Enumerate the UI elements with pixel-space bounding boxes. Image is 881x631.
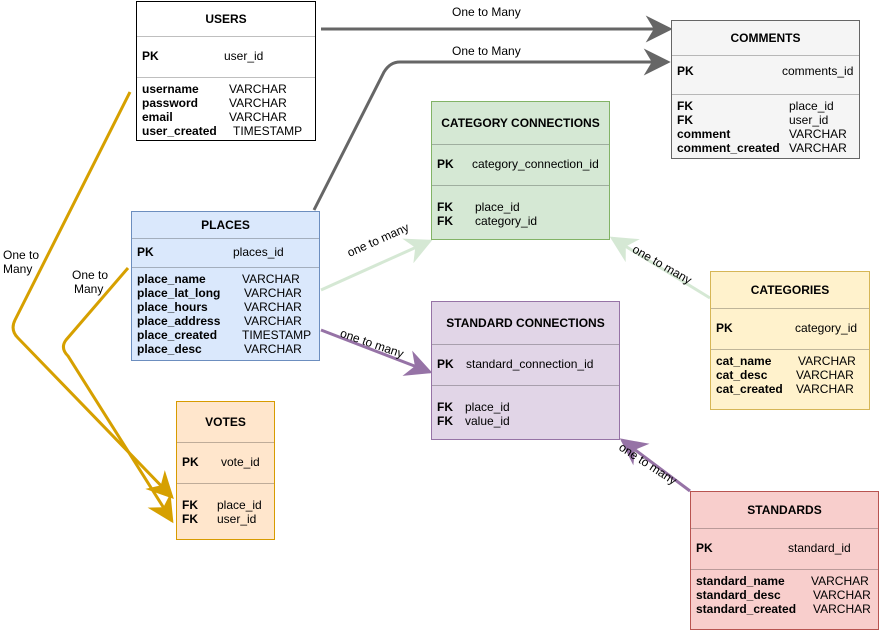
table-title: PLACES [132,212,319,239]
primary-key-section: PK standard_connection_id [432,345,619,386]
primary-key-section: PK standard_id [691,529,878,570]
label-users-votes-line2: Many [3,262,33,276]
pk-tag: PK [437,157,454,171]
pk-column: standard_id [788,541,851,555]
pk-column: vote_id [221,455,260,469]
pk-column: user_id [224,49,264,63]
table-category-connections[interactable]: CATEGORY CONNECTIONS PK category_connect… [431,101,610,240]
table-title: CATEGORY CONNECTIONS [432,102,609,145]
label-places-comments: One to Many [452,44,521,58]
connector-categories-category-connections[interactable] [609,236,711,300]
connector-places-standard-connections[interactable] [320,328,433,376]
pk-tag: PK [182,455,199,469]
table-title: STANDARDS [691,492,878,529]
table-standard-connections[interactable]: STANDARD CONNECTIONS PK standard_connect… [431,301,620,440]
primary-key-section: PK vote_id [177,443,274,484]
primary-key-section: PK user_id [137,37,315,78]
label-places-votes-line2: Many [74,282,104,296]
primary-key-section: PK category_id [711,309,869,350]
pk-column: category_connection_id [472,157,599,171]
table-title: CATEGORIES [711,272,869,309]
primary-key-section: PK comments_id [672,56,859,95]
pk-tag: PK [437,357,454,371]
table-title: USERS [137,2,315,37]
pk-tag: PK [677,64,694,78]
table-title: STANDARD CONNECTIONS [432,302,619,345]
connector-places-category-connections[interactable] [320,238,433,292]
label-users-votes-line1: One to [3,248,40,262]
pk-column: standard_connection_id [466,357,594,371]
label-users-comments: One to Many [452,5,521,19]
table-title: COMMENTS [672,21,859,56]
connector-places-comments[interactable] [312,48,671,211]
connector-standards-standard-connections[interactable] [619,438,691,493]
connector-places-votes[interactable] [61,267,174,524]
pk-column: places_id [233,245,284,259]
pk-tag: PK [137,245,154,259]
pk-tag: PK [142,49,159,63]
pk-column: category_id [795,321,858,335]
table-title: VOTES [177,402,274,443]
pk-tag: PK [696,541,713,555]
label-places-votes-line1: One to [72,268,109,282]
primary-key-section: PK category_connection_id [432,145,609,186]
pk-column: comments_id [782,64,854,78]
primary-key-section: PK places_id [132,239,319,268]
pk-tag: PK [716,321,733,335]
connector-users-votes[interactable] [11,91,174,499]
